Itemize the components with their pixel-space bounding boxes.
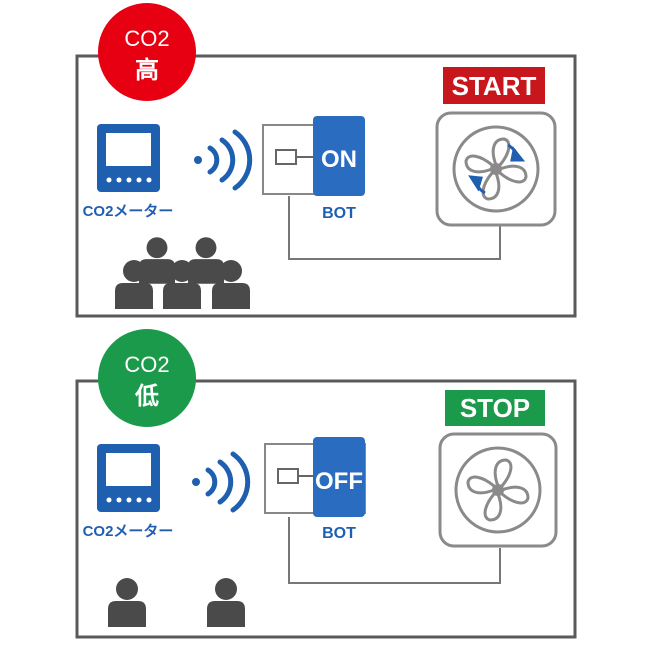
fan-icon (438, 432, 558, 548)
co2-level-label: 低 (134, 383, 159, 410)
co2-level-badge: CO2 高 (98, 3, 196, 101)
person-icon (138, 237, 176, 284)
co2-level-label: 高 (135, 56, 159, 84)
panel-frame (75, 379, 577, 639)
switch-icon (264, 437, 366, 517)
meter-label: CO2メーター (83, 523, 174, 540)
connector-line (288, 196, 501, 260)
panel-frame (75, 54, 577, 318)
fan-icon (435, 111, 557, 227)
switch-state-label: OFF (315, 468, 363, 495)
wireless-signal-icon (194, 129, 253, 191)
rotation-arrow-icon (468, 143, 526, 195)
panel-high: CO2 高 START CO2メーター (75, 3, 577, 318)
people-group-crowd (115, 237, 250, 309)
person-icon (187, 237, 225, 284)
person-icon (108, 578, 146, 627)
switch-state-label: ON (321, 146, 357, 173)
wireless-signal-icon (192, 451, 251, 513)
people-group-few (108, 578, 245, 627)
co2-meter-icon (97, 444, 160, 512)
meter-label: CO2メーター (83, 203, 174, 220)
co2-level-badge: CO2 低 (98, 329, 196, 427)
status-start: START (443, 67, 545, 104)
status-stop: STOP (445, 390, 545, 426)
switch-icon (262, 116, 365, 196)
bot-label: BOT (322, 525, 356, 542)
co2-label: CO2 (124, 352, 169, 377)
co2-meter-icon (97, 124, 160, 192)
connector-line (288, 517, 501, 584)
person-icon (207, 578, 245, 627)
status-label: START (452, 71, 537, 101)
status-label: STOP (460, 393, 530, 423)
panel-low: CO2 低 STOP CO2メーター (75, 329, 577, 639)
bot-label: BOT (322, 205, 356, 222)
co2-label: CO2 (124, 26, 169, 51)
